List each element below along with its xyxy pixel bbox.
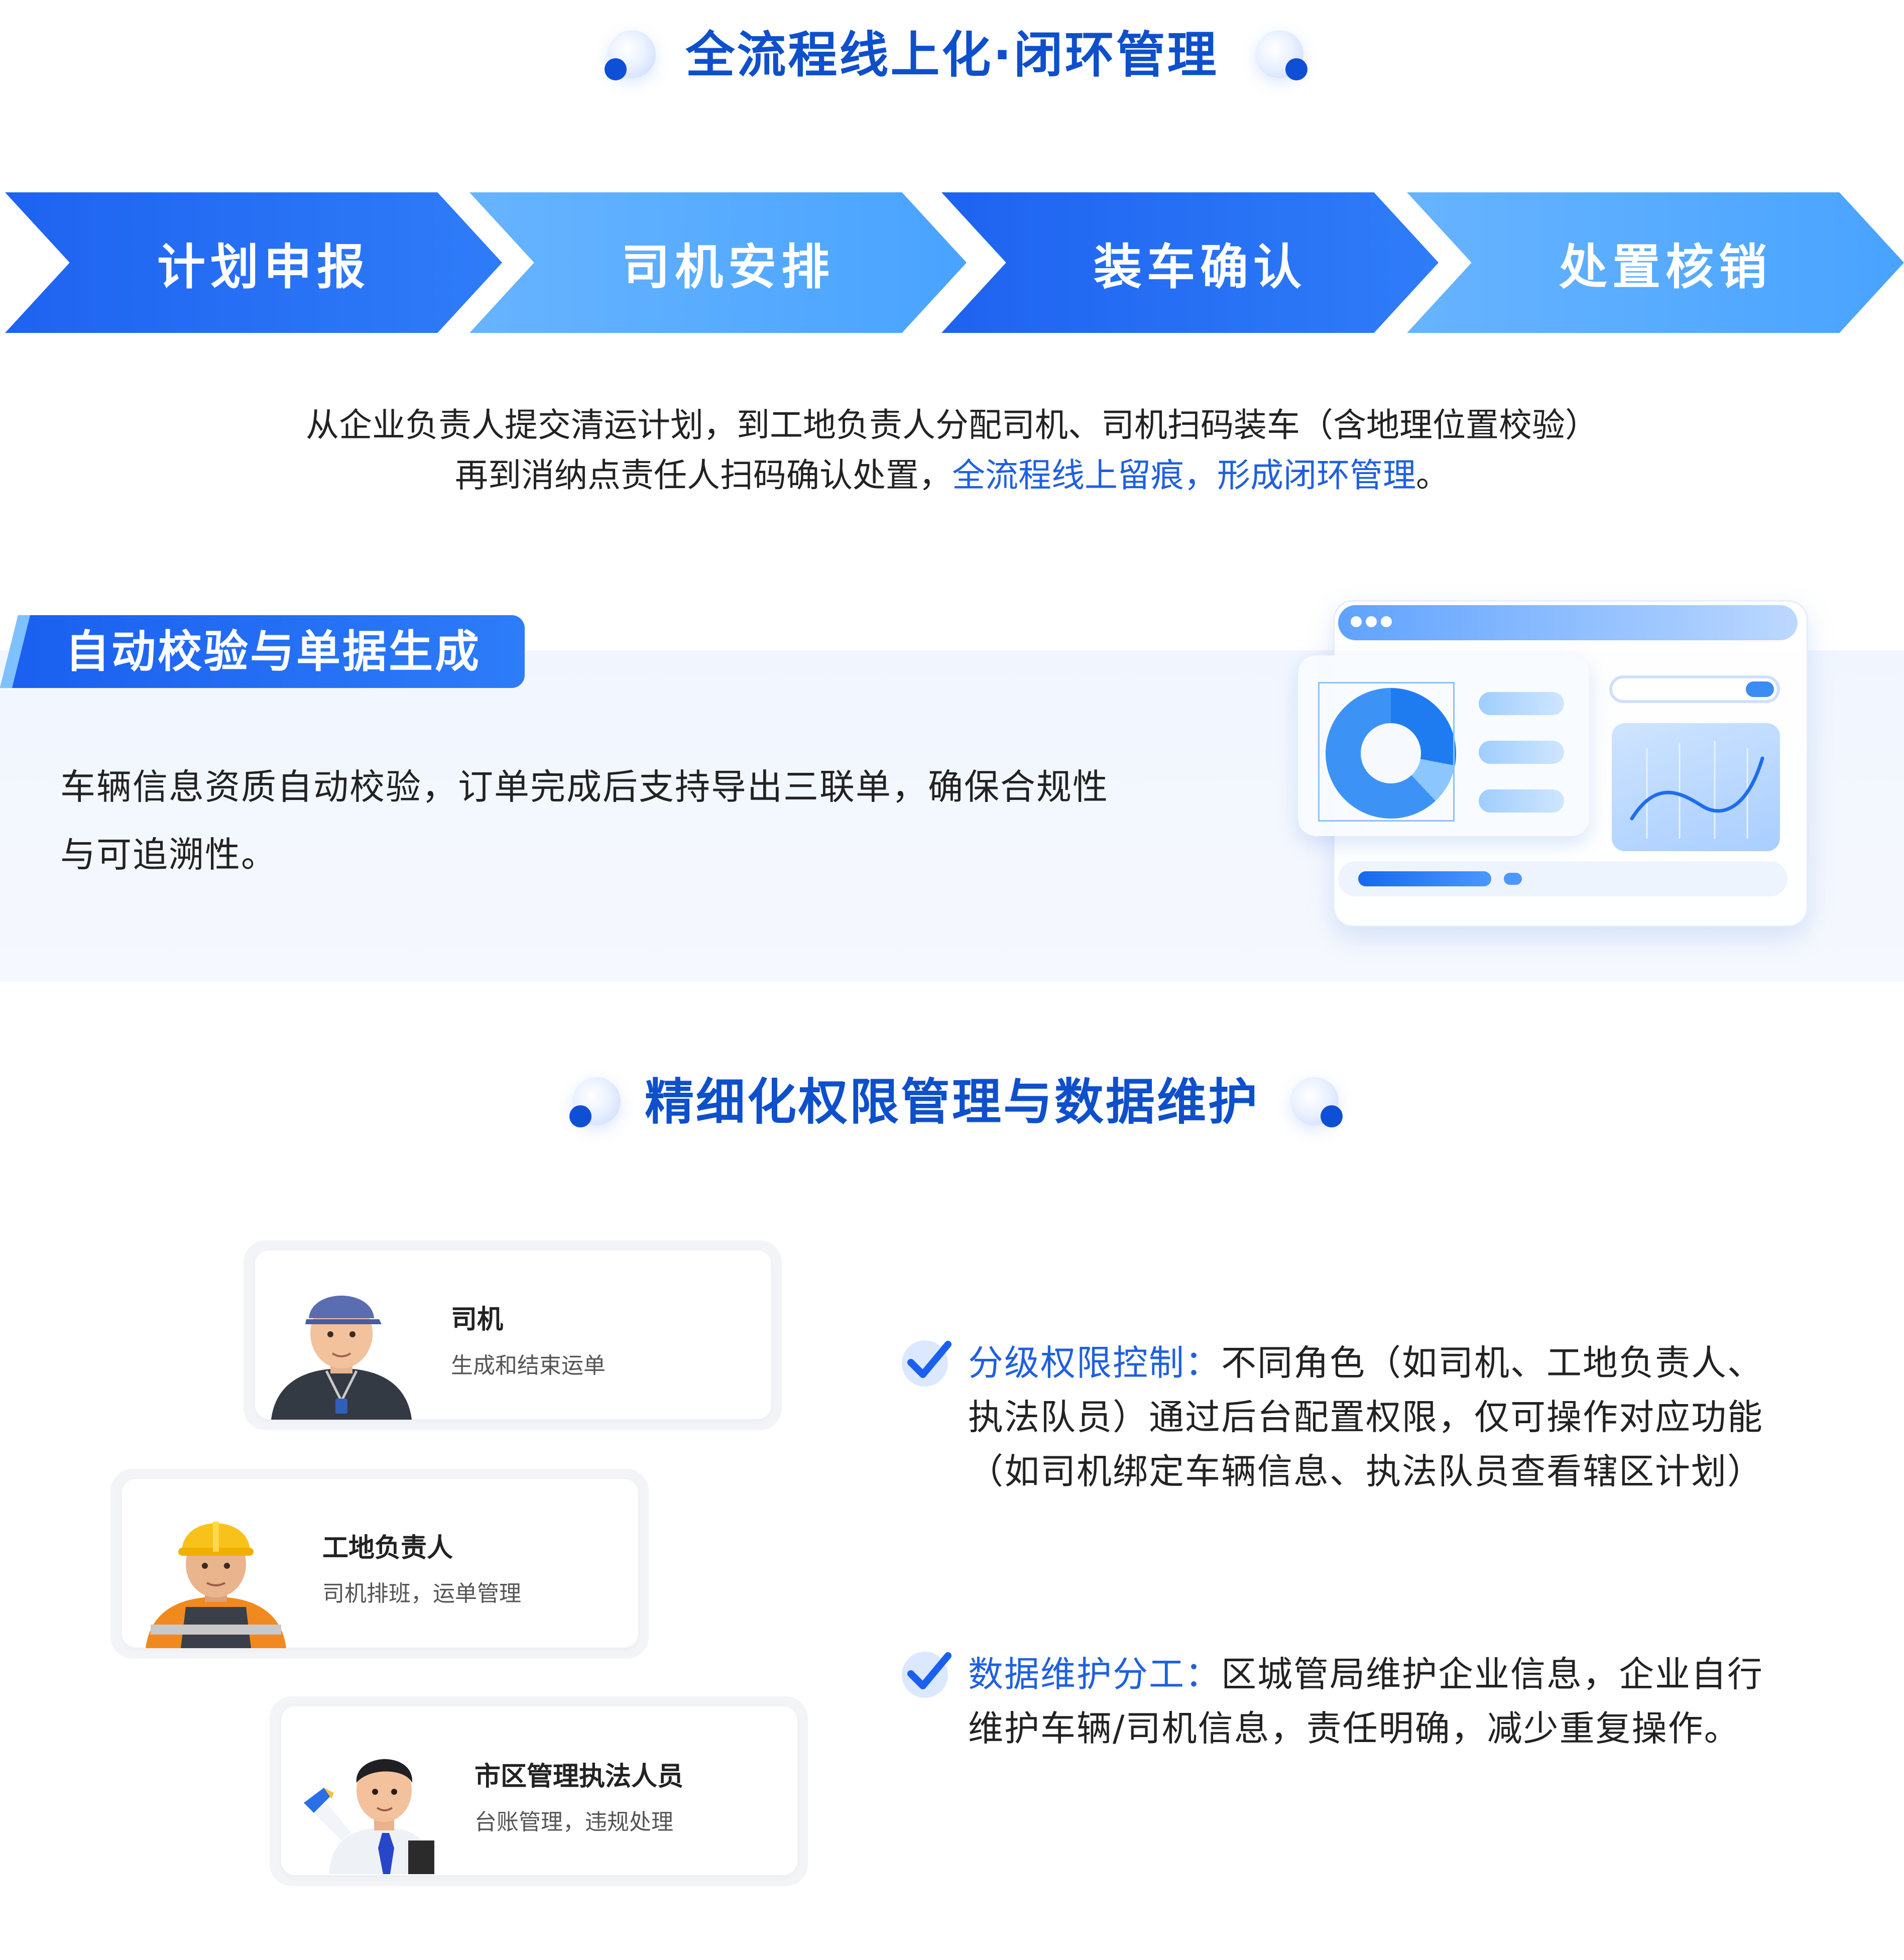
feature-line: 执法队员）通过后台配置权限，仅可操作对应功能: [968, 1397, 1763, 1438]
progress-bar: [1358, 871, 1491, 886]
feature-line: （如司机绑定车辆信息、执法队员查看辖区计划）: [968, 1451, 1763, 1492]
placeholder-bar: [1479, 741, 1564, 764]
placeholder-bar: [1479, 789, 1564, 813]
line-chart-card: [1612, 723, 1780, 851]
feature-data-maintenance: 数据维护分工：区城管局维护企业信息，企业自行 维护车辆/司机信息，责任明确，减少…: [968, 1647, 1812, 1756]
driver-avatar-icon: [271, 1296, 412, 1420]
donut-chart-icon: [1326, 688, 1456, 819]
check-icon: [902, 1652, 951, 1698]
step-label: 计划申报: [157, 239, 370, 295]
placeholder-bar: [1479, 692, 1564, 715]
title-right-orb-icon: [1255, 30, 1307, 80]
role-name-driver: 司机: [451, 1304, 504, 1335]
step-label: 处置核销: [1559, 239, 1772, 295]
window-dots-icon: [1351, 616, 1396, 629]
step-disposal-verify: 处置核销: [1407, 192, 1904, 333]
step-label: 司机安排: [622, 239, 835, 295]
selection-frame-icon: [1318, 682, 1455, 822]
step-plan-report: 计划申报: [5, 192, 502, 333]
feature-line: 数据维护分工：区城管局维护企业信息，企业自行: [968, 1647, 1812, 1701]
feature-line: 分级权限控制：不同角色（如司机、工地负责人、: [968, 1336, 1812, 1390]
section2-title: 精细化权限管理与数据维护: [644, 1074, 1259, 1131]
step-driver-schedule: 司机安排: [469, 192, 967, 333]
feature-key: 分级权限控制：: [968, 1342, 1221, 1383]
role-desc-site-manager: 司机排班，运单管理: [322, 1581, 521, 1606]
check-icon: [902, 1340, 951, 1387]
site-manager-avatar-icon: [146, 1522, 286, 1648]
step-loading-confirm: 装车确认: [941, 192, 1439, 333]
toggle-pill-icon: [1609, 675, 1780, 703]
progress-dot: [1504, 873, 1522, 885]
step-label: 装车确认: [1094, 239, 1306, 295]
wave-line-icon: [1630, 741, 1764, 839]
auto-check-line2: 与可追溯性。: [60, 834, 277, 875]
dashboard-titlebar: [1338, 605, 1798, 640]
description-line2-suffix: 。: [1416, 456, 1449, 495]
description-highlight: 全流程线上留痕，形成闭环管理: [952, 456, 1416, 495]
auto-check-line1: 车辆信息资质自动校验，订单完成后支持导出三联单，确保合规性: [60, 766, 1109, 808]
title-left-orb-icon: [569, 1077, 621, 1127]
role-name-officer: 市区管理执法人员: [474, 1761, 684, 1792]
auto-check-badge: 自动校验与单据生成: [0, 615, 525, 688]
description-line2-prefix: 再到消纳点责任人扫码确认处置，: [455, 456, 952, 495]
feature-permission-control: 分级权限控制：不同角色（如司机、工地负责人、 执法队员）通过后台配置权限，仅可操…: [968, 1336, 1812, 1498]
feature-text: 区城管局维护企业信息，企业自行: [1221, 1654, 1763, 1695]
auto-check-text: 车辆信息资质自动校验，订单完成后支持导出三联单，确保合规性 与可追溯性。: [60, 753, 1215, 889]
title-right-orb-icon: [1290, 1077, 1343, 1127]
feature-key: 数据维护分工：: [968, 1654, 1221, 1695]
process-description: 从企业负责人提交清运计划，到工地负责人分配司机、司机扫码装车（含地理位置校验） …: [0, 400, 1904, 501]
role-name-site-manager: 工地负责人: [322, 1533, 453, 1563]
feature-line: 维护车辆/司机信息，责任明确，减少重复操作。: [968, 1708, 1740, 1749]
role-desc-driver: 生成和结束运单: [451, 1353, 606, 1378]
feature-text: 不同角色（如司机、工地负责人、: [1221, 1342, 1763, 1383]
title-left-orb-icon: [605, 30, 656, 80]
description-line2: 再到消纳点责任人扫码确认处置，全流程线上留痕，形成闭环管理。: [0, 450, 1904, 501]
description-line1: 从企业负责人提交清运计划，到工地负责人分配司机、司机扫码装车（含地理位置校验）: [306, 406, 1598, 444]
officer-avatar-icon: [304, 1759, 434, 1874]
section1-title: 全流程线上化·闭环管理: [685, 27, 1219, 84]
role-desc-officer: 台账管理，违规处理: [474, 1809, 673, 1835]
